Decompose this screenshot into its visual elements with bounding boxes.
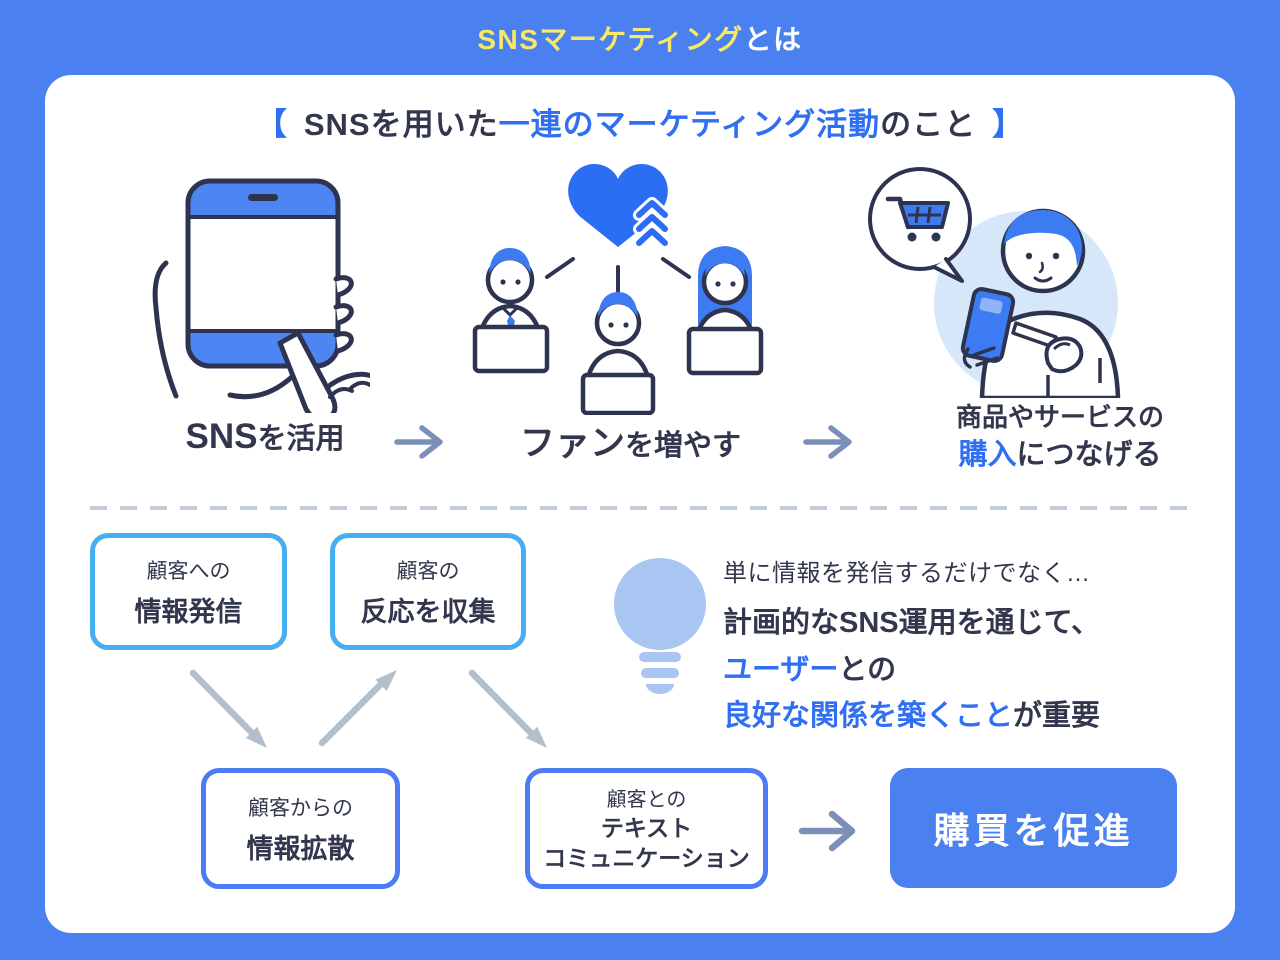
box-line: 反応を収集 bbox=[360, 596, 496, 627]
smartphone-icon bbox=[960, 287, 1016, 363]
step-label-fans: ファンを増やす bbox=[473, 415, 788, 466]
definition-highlight: 一連のマーケティング活動 bbox=[498, 107, 881, 142]
step1-strong: SNS bbox=[185, 417, 258, 456]
step3-line1: 商品やサービスの bbox=[955, 402, 1164, 432]
content-card: 【 SNSを用いた一連のマーケティング活動のこと】 bbox=[45, 75, 1235, 933]
box-line: 顧客からの bbox=[248, 796, 353, 820]
box-line: テキスト bbox=[600, 815, 693, 842]
illustration-increase-fans bbox=[455, 155, 785, 416]
step1-rest: を活用 bbox=[257, 423, 345, 455]
up-chevrons-icon bbox=[633, 197, 671, 249]
user-female-icon bbox=[686, 246, 764, 376]
box-line: 顧客への bbox=[146, 559, 231, 583]
box-customer-info-spread: 顧客からの 情報拡散 bbox=[201, 768, 400, 889]
step-label-purchase: 商品やサービスの 購入につなげる bbox=[888, 399, 1232, 476]
dashed-divider bbox=[90, 498, 1190, 510]
definition-post: のこと bbox=[880, 107, 977, 142]
right-arrow-icon bbox=[802, 422, 858, 462]
insight-text: 単に情報を発信するだけでなく… 計画的なSNS運用を通じて、 ユーザーとの 良好… bbox=[723, 553, 1218, 734]
lightbulb-icon bbox=[608, 552, 712, 702]
cta-promote-purchase: 購買を促進 bbox=[890, 768, 1177, 888]
step3-highlight: 購入 bbox=[958, 439, 1017, 472]
man-with-phone-icon bbox=[960, 208, 1121, 401]
definition-headline: 【 SNSを用いた一連のマーケティング活動のこと】 bbox=[45, 99, 1235, 144]
title-suffix: とは bbox=[743, 24, 803, 55]
insight-line3-highlight: ユーザー bbox=[723, 654, 839, 686]
pointing-finger-icon bbox=[1011, 321, 1084, 374]
holding-hand-icon bbox=[962, 346, 999, 369]
illustration-sns-usage bbox=[130, 163, 387, 443]
bracket-open: 【 bbox=[255, 107, 288, 142]
right-arrow-icon bbox=[393, 422, 449, 462]
laptop-icon bbox=[686, 326, 764, 376]
box-customer-reaction-collect: 顧客の 反応を収集 bbox=[330, 533, 526, 650]
laptop-icon bbox=[472, 324, 550, 374]
step2-rest: を増やす bbox=[625, 430, 742, 462]
insight-line1: 単に情報を発信するだけでなく… bbox=[723, 560, 1091, 587]
illustration-purchase bbox=[848, 153, 1168, 401]
diagonal-arrows-icon bbox=[150, 650, 600, 780]
insight-line2: 計画的なSNS運用を通じて、 bbox=[723, 607, 1101, 639]
box-line: 顧客の bbox=[396, 559, 460, 583]
title-highlight: SNSマーケティング bbox=[477, 24, 744, 55]
box-customer-text-communication: 顧客との テキスト コミュニケーション bbox=[525, 768, 768, 889]
box-line: 顧客との bbox=[606, 789, 687, 812]
insight-line3-rest: との bbox=[838, 654, 897, 686]
box-line: 情報拡散 bbox=[246, 833, 355, 864]
fans-group-icon bbox=[472, 164, 764, 416]
bracket-close: 】 bbox=[992, 107, 1025, 142]
box-customer-info-send: 顧客への 情報発信 bbox=[90, 533, 287, 650]
right-arrow-icon bbox=[798, 808, 864, 854]
definition-pre: SNSを用いた bbox=[303, 107, 499, 142]
user-male-icon bbox=[472, 248, 550, 374]
page-title: SNSマーケティングとは bbox=[0, 18, 1280, 58]
smartphone-hand-icon bbox=[152, 178, 387, 443]
insight-line4-highlight: 良好な関係を築くこと bbox=[723, 700, 1014, 732]
box-line: 情報発信 bbox=[134, 596, 243, 627]
insight-line4-rest: が重要 bbox=[1013, 700, 1101, 732]
connector-lines bbox=[545, 257, 691, 293]
box-line: コミュニケーション bbox=[543, 845, 750, 871]
step2-strong: ファン bbox=[519, 424, 625, 463]
purchase-scene-icon bbox=[868, 167, 1121, 401]
cart-icon bbox=[885, 196, 950, 242]
user-boy-icon bbox=[580, 292, 656, 416]
step-label-sns: SNSを活用 bbox=[105, 415, 425, 457]
laptop-icon bbox=[580, 372, 656, 416]
step3-rest: につなげる bbox=[1016, 439, 1162, 472]
